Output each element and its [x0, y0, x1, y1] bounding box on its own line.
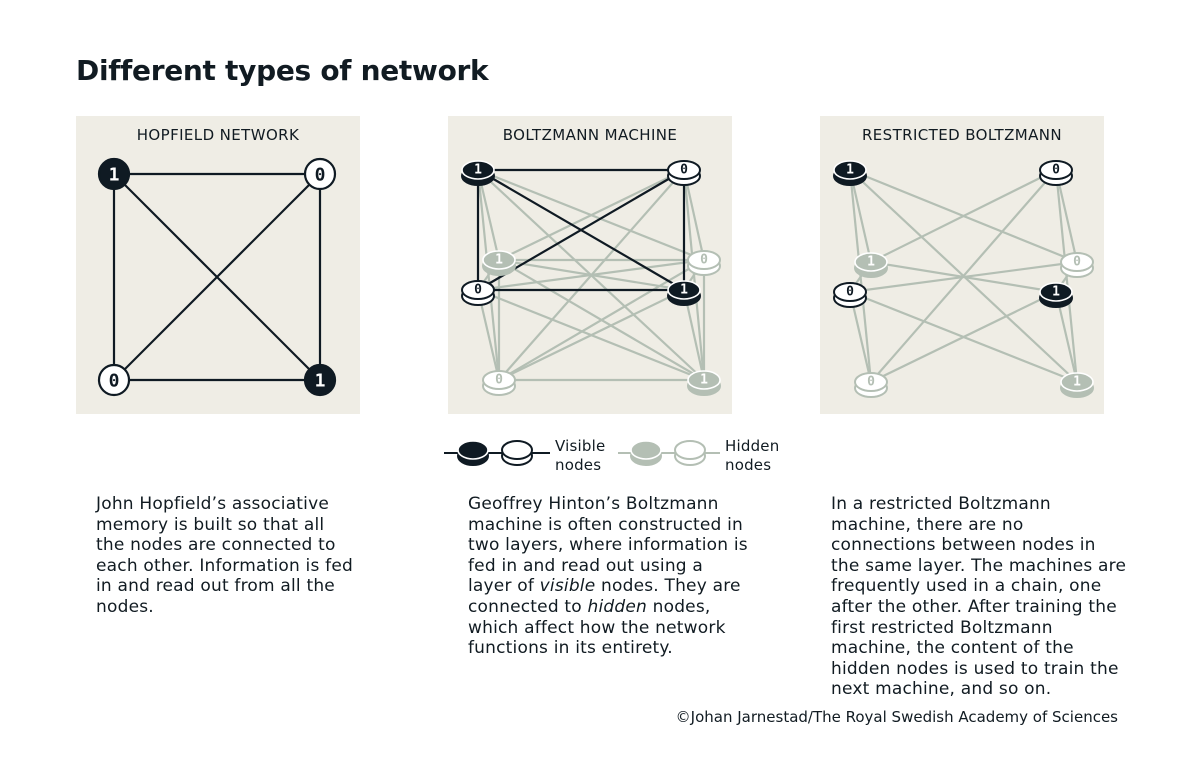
svg-text:0: 0 [846, 285, 854, 300]
legend-symbols [444, 440, 720, 466]
boltzmann-hidden-edges [476, 168, 706, 382]
legend-visible-off-icon [501, 440, 533, 466]
hopfield-node-3: 0 [97, 363, 131, 397]
restricted-visible-node-1: 1 [833, 160, 867, 186]
boltzmann-hidden-node-3: 0 [482, 370, 516, 396]
legend-hidden-off-icon [674, 440, 706, 466]
svg-text:0: 0 [1052, 163, 1060, 178]
svg-text:1: 1 [315, 371, 326, 392]
hopfield-panel: HOPFIELD NETWORK 1 0 0 1 [76, 116, 360, 414]
restricted-panel-title: RESTRICTED BOLTZMANN [861, 126, 1063, 144]
svg-text:0: 0 [109, 371, 120, 392]
restricted-hidden-node-1: 1 [854, 252, 888, 278]
legend-hidden-on-icon [630, 440, 662, 466]
svg-text:1: 1 [846, 163, 854, 178]
svg-text:0: 0 [1073, 255, 1081, 270]
restricted-hidden-node-3: 0 [854, 372, 888, 398]
svg-text:1: 1 [680, 283, 688, 298]
restricted-panel: RESTRICTED BOLTZMANN 1 [820, 116, 1104, 414]
boltzmann-visible-node-4: 1 [667, 280, 701, 306]
restricted-visible-node-3: 0 [833, 282, 867, 308]
boltzmann-description: Geoffrey Hinton’s Boltzmann machine is o… [468, 494, 748, 659]
restricted-hidden-node-2: 0 [1060, 252, 1094, 278]
edge [113, 173, 321, 381]
svg-text:0: 0 [315, 165, 326, 186]
svg-text:1: 1 [1073, 375, 1081, 390]
restricted-edges [848, 168, 1079, 384]
hopfield-diagram: 1 0 0 1 [97, 157, 337, 397]
restricted-description: In a restricted Boltzmann machine, there… [831, 494, 1127, 700]
boltzmann-panel: BOLTZMANN MACHINE [448, 116, 732, 414]
svg-text:0: 0 [680, 163, 688, 178]
restricted-hidden-node-4: 1 [1060, 372, 1094, 398]
svg-text:1: 1 [1052, 285, 1060, 300]
svg-text:0: 0 [495, 373, 503, 388]
boltzmann-visible-node-2: 0 [667, 160, 701, 186]
svg-text:0: 0 [474, 283, 482, 298]
hopfield-edges [112, 172, 322, 382]
restricted-diagram: 1 0 0 1 1 0 0 [833, 160, 1094, 398]
boltzmann-visible-node-3: 0 [461, 280, 495, 306]
restricted-visible-node-2: 0 [1039, 160, 1073, 186]
boltzmann-panel-title: BOLTZMANN MACHINE [502, 126, 678, 144]
restricted-visible-node-4: 1 [1039, 282, 1073, 308]
image-credit: ©Johan Jarnestad/The Royal Swedish Acade… [675, 708, 1118, 726]
boltzmann-diagram: 1 0 0 1 1 0 0 [461, 160, 721, 396]
svg-text:0: 0 [700, 253, 708, 268]
svg-text:1: 1 [700, 373, 708, 388]
svg-text:1: 1 [495, 253, 503, 268]
legend-visible-on-icon [457, 440, 489, 466]
svg-text:1: 1 [474, 163, 482, 178]
page-title: Different types of network [76, 54, 489, 87]
svg-text:1: 1 [867, 255, 875, 270]
hopfield-node-1: 1 [97, 157, 131, 191]
boltzmann-hidden-node-1: 1 [482, 250, 516, 276]
hopfield-node-2: 0 [303, 157, 337, 191]
svg-text:1: 1 [109, 165, 120, 186]
boltzmann-hidden-node-4: 1 [687, 370, 721, 396]
boltzmann-visible-node-1: 1 [461, 160, 495, 186]
hopfield-description: John Hopfield’s associative memory is bu… [96, 494, 353, 617]
boltzmann-hidden-node-2: 0 [687, 250, 721, 276]
hopfield-node-4: 1 [303, 363, 337, 397]
hopfield-panel-title: HOPFIELD NETWORK [136, 126, 300, 144]
svg-text:0: 0 [867, 375, 875, 390]
